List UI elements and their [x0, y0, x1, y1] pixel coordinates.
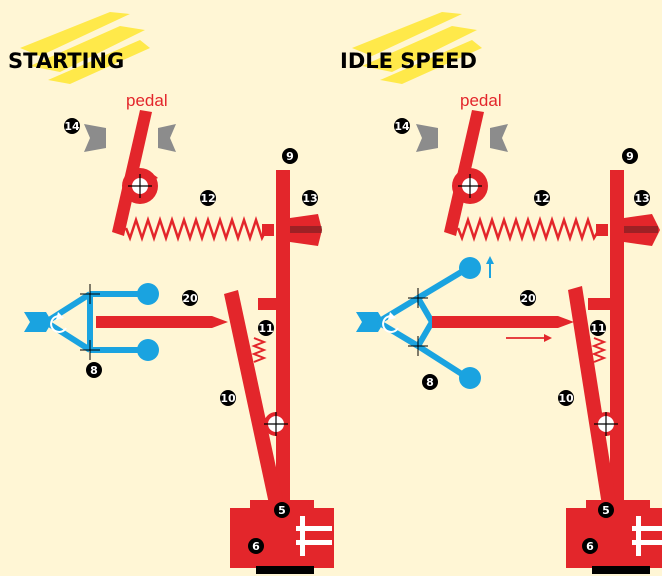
pedal-stop [84, 124, 176, 152]
return-spring [456, 216, 602, 242]
title-highlight-idle [352, 12, 482, 84]
adjusting-screw [290, 214, 322, 246]
pedal-label: pedal [126, 91, 168, 110]
flyweight [459, 257, 481, 279]
callout-8: 8 [422, 374, 438, 390]
svg-text:13: 13 [302, 192, 317, 205]
rotation-arrow-icon [382, 314, 399, 333]
callout-9: 9 [282, 148, 298, 164]
callout-5: 5 [274, 502, 290, 518]
control-lever [276, 170, 290, 552]
pedal-stop [416, 124, 508, 152]
svg-text:11: 11 [590, 322, 605, 335]
svg-text:20: 20 [520, 292, 536, 305]
spring-anchor [596, 224, 608, 236]
callout-12: 12 [534, 190, 550, 206]
svg-text:8: 8 [426, 376, 434, 389]
governor-spring [591, 337, 607, 363]
control-lever [610, 170, 624, 552]
svg-text:9: 9 [626, 150, 634, 163]
spring-anchor [262, 224, 274, 236]
pedal-label: pedal [460, 91, 502, 110]
tension-lever [568, 286, 618, 518]
panel-title: IDLE SPEED [340, 49, 477, 73]
lever-stop [258, 298, 290, 310]
panel-title: STARTING [8, 49, 124, 73]
flyweight [459, 367, 481, 389]
governor-spring [251, 337, 267, 363]
callout-14: 14 [64, 118, 80, 134]
injection-pump [566, 500, 662, 574]
callout-10: 10 [558, 390, 574, 406]
governor-sleeve [96, 316, 228, 328]
pedal-arm [444, 110, 488, 236]
panel-starting: STARTING pedal [8, 12, 334, 574]
svg-text:8: 8 [90, 364, 98, 377]
callout-11: 11 [258, 320, 274, 336]
svg-text:14: 14 [394, 120, 410, 133]
svg-text:6: 6 [586, 540, 594, 553]
callout-6: 6 [582, 538, 598, 554]
rotation-arrow-icon [50, 314, 67, 333]
svg-text:5: 5 [278, 504, 286, 517]
callout-8: 8 [86, 362, 102, 378]
title-highlight-starting [20, 12, 150, 84]
svg-text:14: 14 [64, 120, 80, 133]
callout-6: 6 [248, 538, 264, 554]
svg-text:6: 6 [252, 540, 260, 553]
svg-text:11: 11 [258, 322, 273, 335]
panel-idle-speed: IDLE SPEED pedal [340, 12, 662, 574]
svg-text:10: 10 [558, 392, 574, 405]
svg-text:5: 5 [602, 504, 610, 517]
callout-10: 10 [220, 390, 236, 406]
governor-sleeve [432, 316, 574, 328]
callout-20: 20 [182, 290, 198, 306]
callout-14: 14 [394, 118, 410, 134]
flyweight [137, 283, 159, 305]
callout-13: 13 [302, 190, 318, 206]
flyweight [137, 339, 159, 361]
svg-text:12: 12 [200, 192, 215, 205]
callout-11: 11 [590, 320, 606, 336]
svg-text:10: 10 [220, 392, 236, 405]
adjusting-screw [624, 214, 660, 246]
svg-text:13: 13 [634, 192, 649, 205]
svg-text:12: 12 [534, 192, 549, 205]
svg-text:20: 20 [182, 292, 198, 305]
callout-9: 9 [622, 148, 638, 164]
callout-12: 12 [200, 190, 216, 206]
tension-lever [224, 290, 286, 518]
callout-20: 20 [520, 290, 536, 306]
callout-5: 5 [598, 502, 614, 518]
return-spring [124, 216, 268, 242]
lever-stop [588, 298, 624, 310]
callout-13: 13 [634, 190, 650, 206]
flyweight-governor [356, 256, 494, 389]
pedal-arm [112, 110, 158, 236]
flyweight-governor [24, 283, 159, 361]
svg-text:9: 9 [286, 150, 294, 163]
